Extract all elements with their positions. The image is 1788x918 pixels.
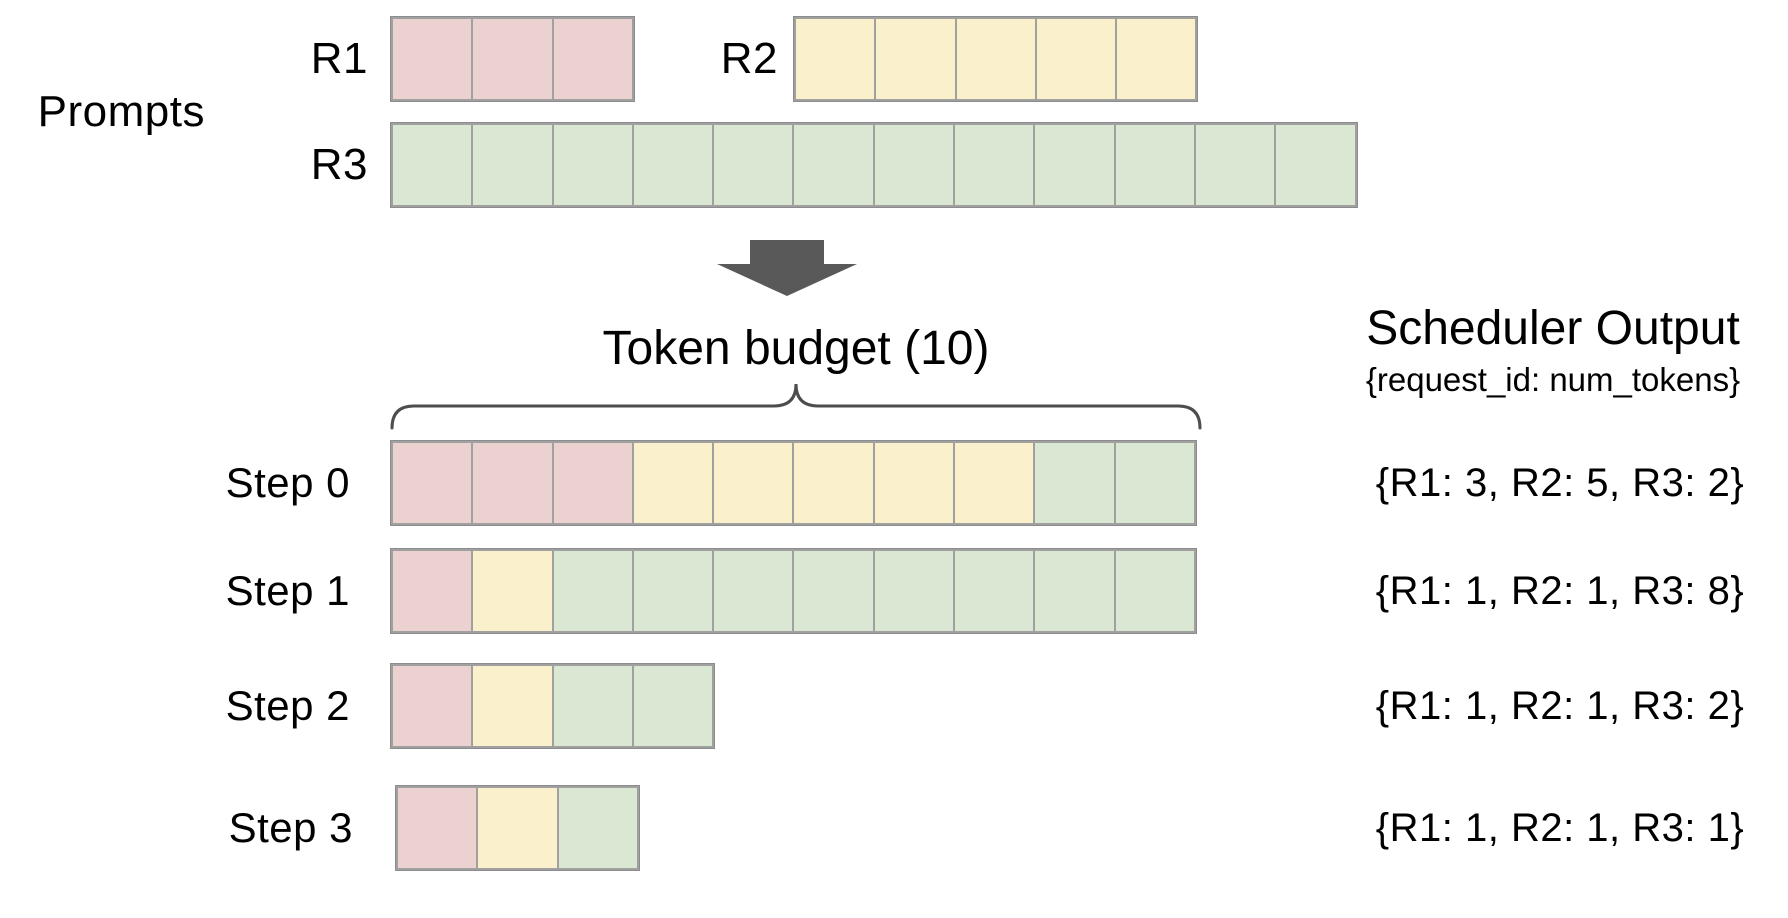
prompt-token-row-r1 xyxy=(390,16,635,102)
token-cell-r3 xyxy=(1195,125,1275,205)
token-cell-r3 xyxy=(1035,443,1114,523)
step-label-2: Step 2 xyxy=(225,682,350,729)
token-cell-r1 xyxy=(553,19,632,99)
token-budget-brace-icon xyxy=(390,381,1202,431)
token-cell-r3 xyxy=(393,125,472,205)
token-cell-r3 xyxy=(633,125,713,205)
scheduler-output-value-2: {R1: 1, R2: 1, R3: 2} xyxy=(1375,683,1745,728)
down-arrow-icon xyxy=(717,240,857,296)
token-cell-r3 xyxy=(1115,125,1194,205)
token-cell-r3 xyxy=(1035,125,1114,205)
scheduler-output-title: Scheduler Output xyxy=(1366,302,1740,355)
token-cell-r3 xyxy=(794,125,873,205)
token-cell-r3 xyxy=(714,551,793,631)
token-cell-r3 xyxy=(473,125,552,205)
scheduler-output-header: Scheduler Output {request_id: num_tokens… xyxy=(1318,300,1788,399)
token-cell-r1 xyxy=(398,788,477,868)
token-cell-r3 xyxy=(633,551,713,631)
token-cell-r2 xyxy=(874,443,954,523)
token-cell-r3 xyxy=(1115,551,1194,631)
prompts-section-label: Prompts xyxy=(37,87,205,136)
step-token-row-0 xyxy=(390,440,1197,526)
token-cell-r3 xyxy=(955,551,1034,631)
token-cell-r1 xyxy=(393,551,472,631)
token-cell-r2 xyxy=(473,666,552,746)
step-token-row-1 xyxy=(390,548,1197,634)
token-cell-r3 xyxy=(1276,125,1355,205)
request-label-r1: R1 xyxy=(310,34,368,83)
token-budget-label: Token budget (10) xyxy=(602,321,990,375)
scheduler-output-format: {request_id: num_tokens} xyxy=(1365,360,1741,398)
token-cell-r2 xyxy=(955,443,1034,523)
token-cell-r2 xyxy=(1036,19,1116,99)
token-cell-r2 xyxy=(1117,19,1196,99)
token-cell-r3 xyxy=(1115,443,1194,523)
scheduler-output-value-3: {R1: 1, R2: 1, R3: 1} xyxy=(1375,805,1745,850)
token-cell-r3 xyxy=(558,788,637,868)
token-cell-r1 xyxy=(553,443,632,523)
step-label-3: Step 3 xyxy=(228,804,353,851)
token-cell-r2 xyxy=(796,19,875,99)
token-cell-r1 xyxy=(473,19,552,99)
step-token-row-2 xyxy=(390,663,716,749)
token-cell-r1 xyxy=(473,443,552,523)
scheduler-output-value-1: {R1: 1, R2: 1, R3: 8} xyxy=(1375,568,1745,613)
token-cell-r2 xyxy=(478,788,557,868)
token-cell-r2 xyxy=(794,443,873,523)
token-cell-r3 xyxy=(874,125,954,205)
token-cell-r3 xyxy=(553,125,632,205)
token-cell-r2 xyxy=(876,19,955,99)
step-label-0: Step 0 xyxy=(225,459,350,506)
token-cell-r3 xyxy=(714,125,793,205)
prompt-token-row-r2 xyxy=(793,16,1199,102)
token-cell-r2 xyxy=(714,443,793,523)
request-label-r3: R3 xyxy=(310,140,368,189)
token-cell-r3 xyxy=(553,551,632,631)
token-cell-r3 xyxy=(794,551,873,631)
token-cell-r3 xyxy=(874,551,954,631)
token-cell-r2 xyxy=(633,443,713,523)
token-cell-r3 xyxy=(1035,551,1114,631)
token-cell-r3 xyxy=(633,666,713,746)
token-cell-r2 xyxy=(956,19,1035,99)
scheduler-output-value-0: {R1: 3, R2: 5, R3: 2} xyxy=(1375,460,1745,505)
token-cell-r2 xyxy=(473,551,552,631)
token-cell-r3 xyxy=(553,666,632,746)
token-cell-r1 xyxy=(393,666,472,746)
token-cell-r1 xyxy=(393,19,472,99)
step-token-row-3 xyxy=(395,785,640,871)
step-label-1: Step 1 xyxy=(225,567,350,614)
request-label-r2: R2 xyxy=(720,34,778,83)
prompt-token-row-r3 xyxy=(390,122,1358,208)
token-cell-r3 xyxy=(955,125,1034,205)
token-cell-r1 xyxy=(393,443,472,523)
